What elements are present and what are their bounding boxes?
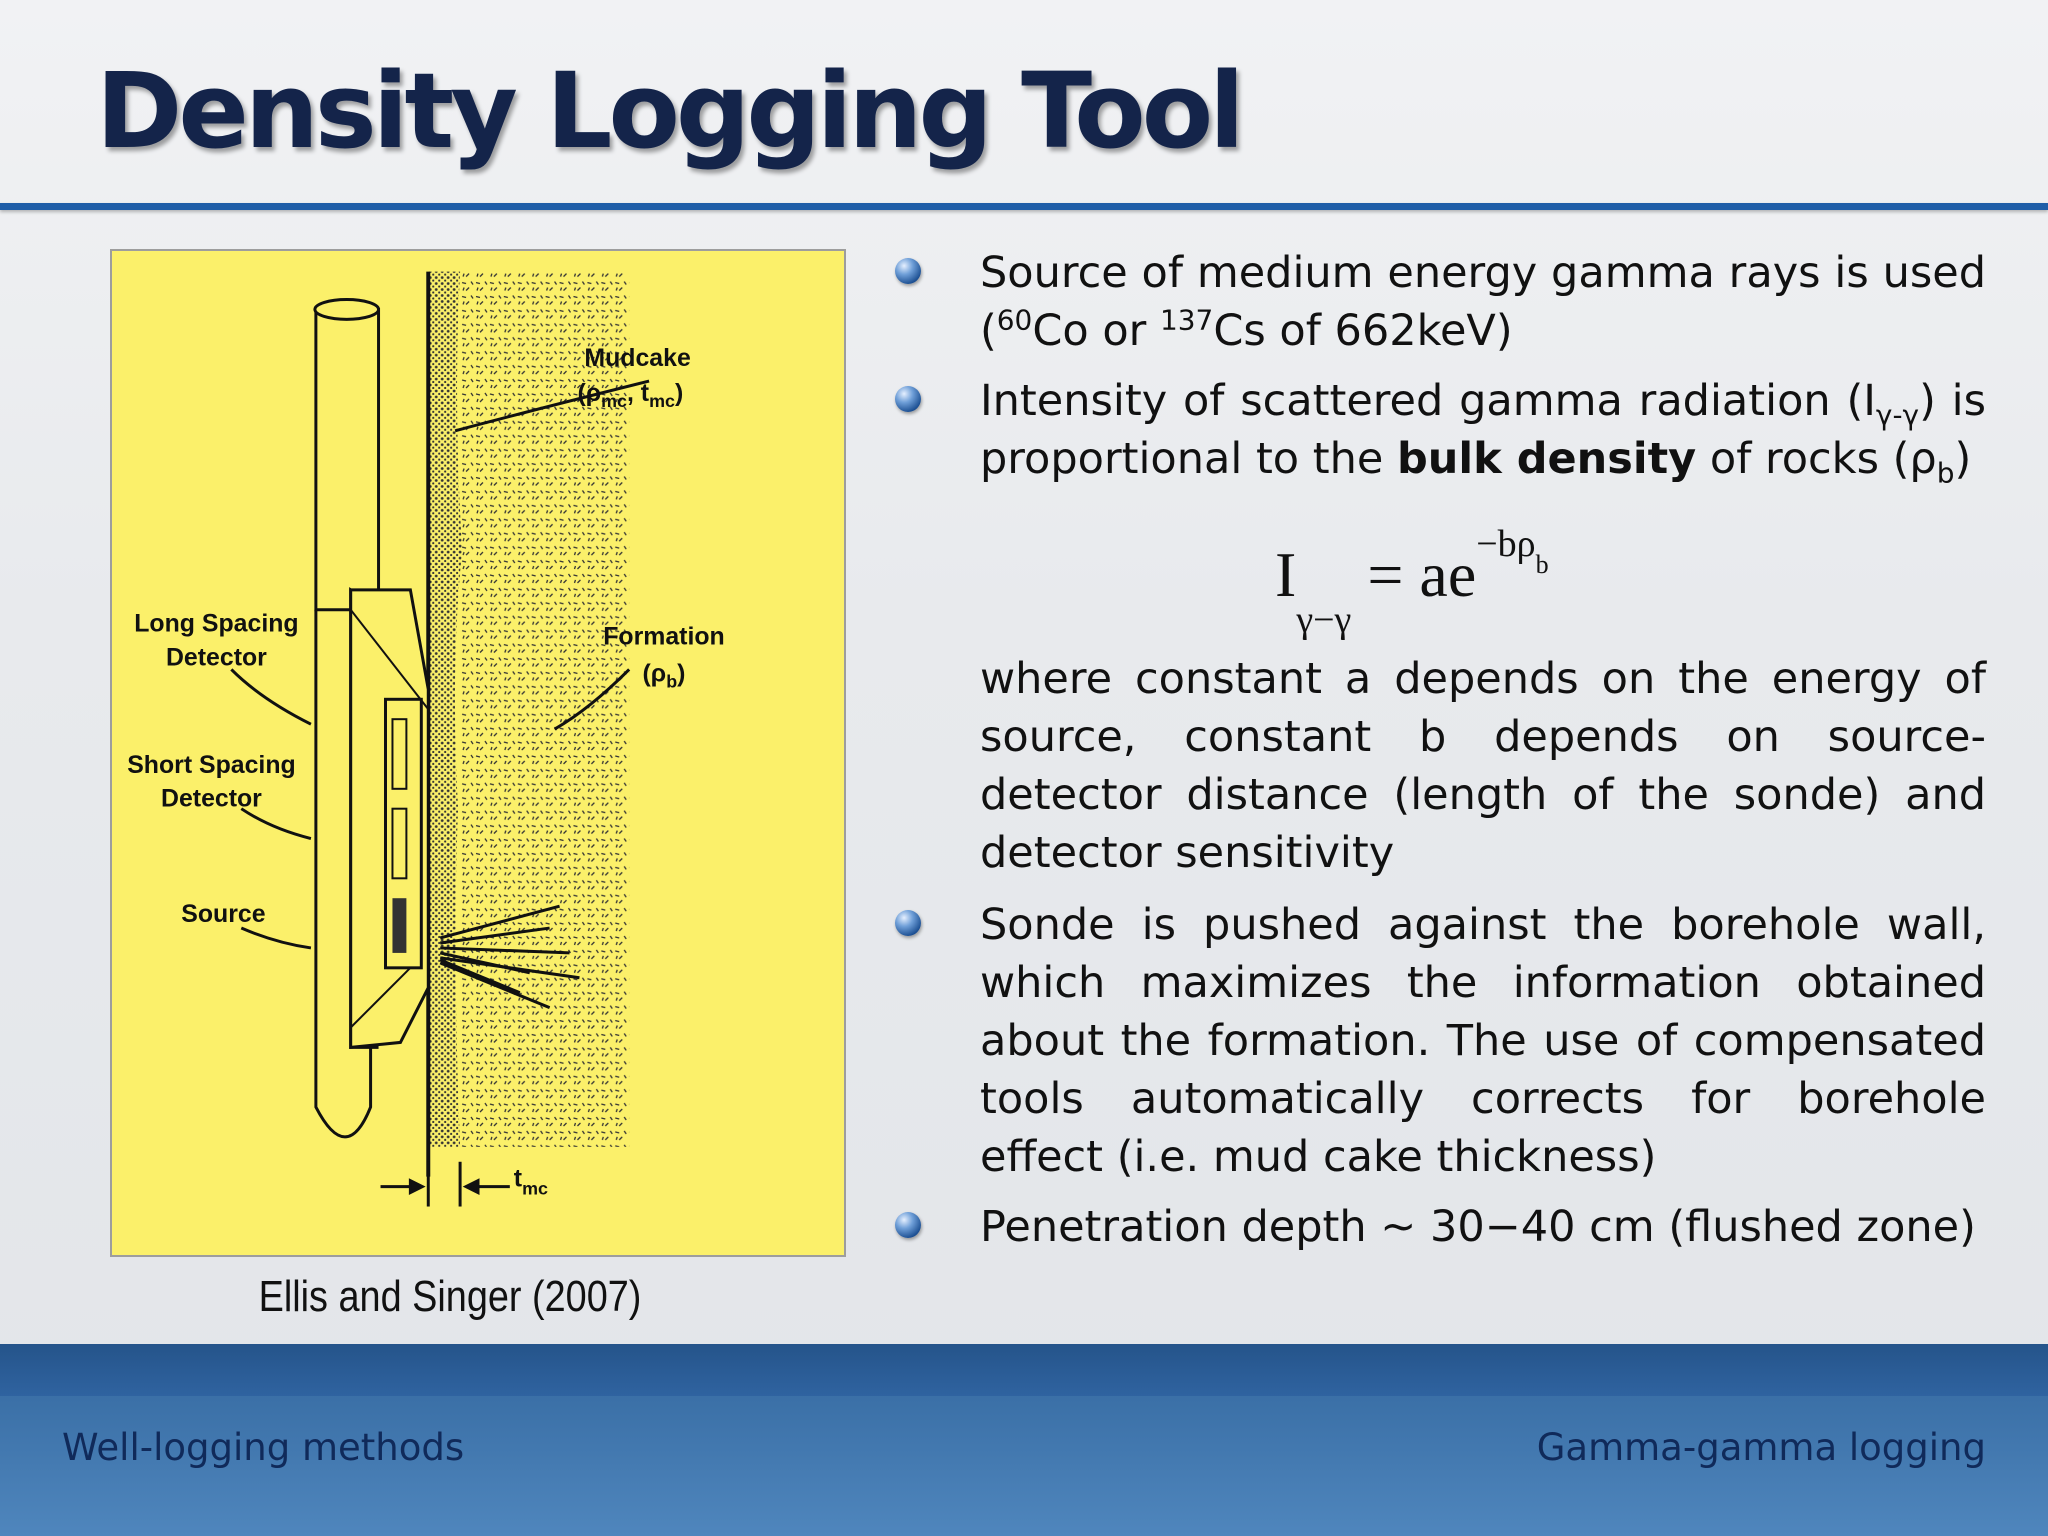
bulk-density-term: bulk density bbox=[1397, 434, 1697, 484]
mudcake-label: Mudcake bbox=[584, 344, 690, 372]
intensity-equation: Iγ−γ = ae−bρb bbox=[1275, 523, 1549, 641]
formation-rho-label: (ρb) bbox=[643, 659, 686, 691]
slide-title: Density Logging Tool bbox=[96, 50, 1245, 172]
bullet-item: Intensity of scattered gamma radiation (… bbox=[890, 372, 1986, 488]
bullet-item: Source of medium energy gamma rays is us… bbox=[890, 244, 1986, 360]
tmc-dimension bbox=[380, 1161, 510, 1207]
sonde-upper bbox=[314, 307, 381, 612]
short-spacing-leader bbox=[240, 807, 312, 840]
bullet-item: Penetration depth ~ 30−40 cm (flushed zo… bbox=[890, 1198, 1986, 1256]
formation-label: Formation bbox=[603, 623, 725, 651]
bullet-item: Sonde is pushed against the borehole wal… bbox=[890, 896, 1986, 1186]
gamma-ray-burst bbox=[439, 904, 580, 1009]
bullet-icon bbox=[895, 910, 921, 936]
formation-region bbox=[460, 271, 630, 1147]
source-chamber bbox=[392, 898, 407, 953]
mudcake-params-label: (ρmc, tmc) bbox=[577, 379, 683, 411]
formation-leader bbox=[553, 668, 631, 731]
bullet-icon bbox=[895, 1212, 921, 1238]
mudcake-leader bbox=[454, 379, 650, 433]
equation-explanation: where constant a depends on the energy o… bbox=[980, 654, 1986, 878]
long-spacing-leader bbox=[230, 668, 312, 726]
sonde-lower bbox=[314, 609, 373, 1139]
mudcake-layer bbox=[428, 271, 463, 1147]
detector-housing bbox=[384, 697, 423, 970]
footer-section-title: Gamma-gamma logging bbox=[1536, 1426, 1986, 1469]
detector-pad bbox=[349, 588, 430, 1050]
bullet-icon bbox=[895, 386, 921, 412]
title-divider bbox=[0, 203, 2048, 210]
long-spacing-label: Long Spacing bbox=[134, 610, 298, 638]
density-tool-figure: Mudcake (ρmc, tmc) Formation (ρb) Long S… bbox=[110, 249, 846, 1257]
short-spacing-label: Short Spacing bbox=[127, 751, 296, 779]
bullet-list: Source of medium energy gamma rays is us… bbox=[890, 244, 1986, 1268]
footer-course-title: Well-logging methods bbox=[62, 1426, 465, 1469]
bullet-icon bbox=[895, 258, 921, 284]
source-leader bbox=[240, 926, 312, 950]
footer-bar: Well-logging methods Gamma-gamma logging bbox=[0, 1344, 2048, 1536]
figure-caption: Ellis and Singer (2007) bbox=[258, 1272, 642, 1321]
tmc-label: tmc bbox=[514, 1165, 548, 1199]
short-spacing-detector-label: Detector bbox=[161, 785, 262, 813]
source-label: Source bbox=[181, 900, 265, 928]
density-tool-diagram: Mudcake (ρmc, tmc) Formation (ρb) Long S… bbox=[127, 271, 725, 1207]
long-spacing-detector-label: Detector bbox=[166, 643, 267, 671]
